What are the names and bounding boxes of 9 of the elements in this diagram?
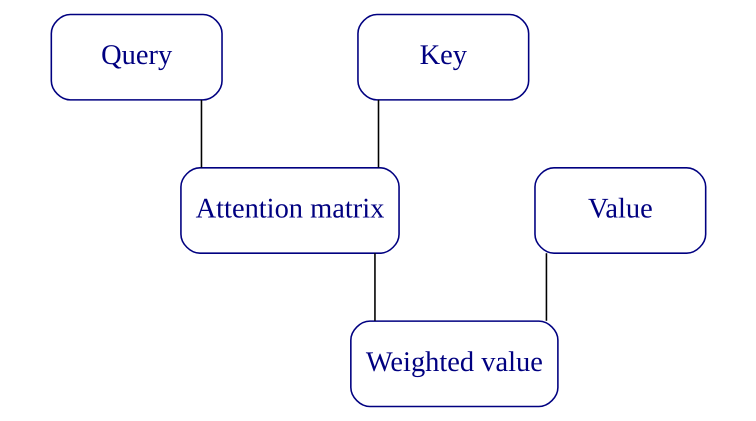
connector <box>545 253 547 321</box>
node-box: Weighted value <box>350 320 558 408</box>
node-box: Value <box>534 167 706 254</box>
node-box: Query <box>50 14 222 101</box>
node-box: Attention matrix <box>180 167 400 254</box>
connector <box>377 100 379 168</box>
connector <box>200 100 202 168</box>
connector <box>374 253 376 321</box>
node-box: Key <box>356 14 529 101</box>
